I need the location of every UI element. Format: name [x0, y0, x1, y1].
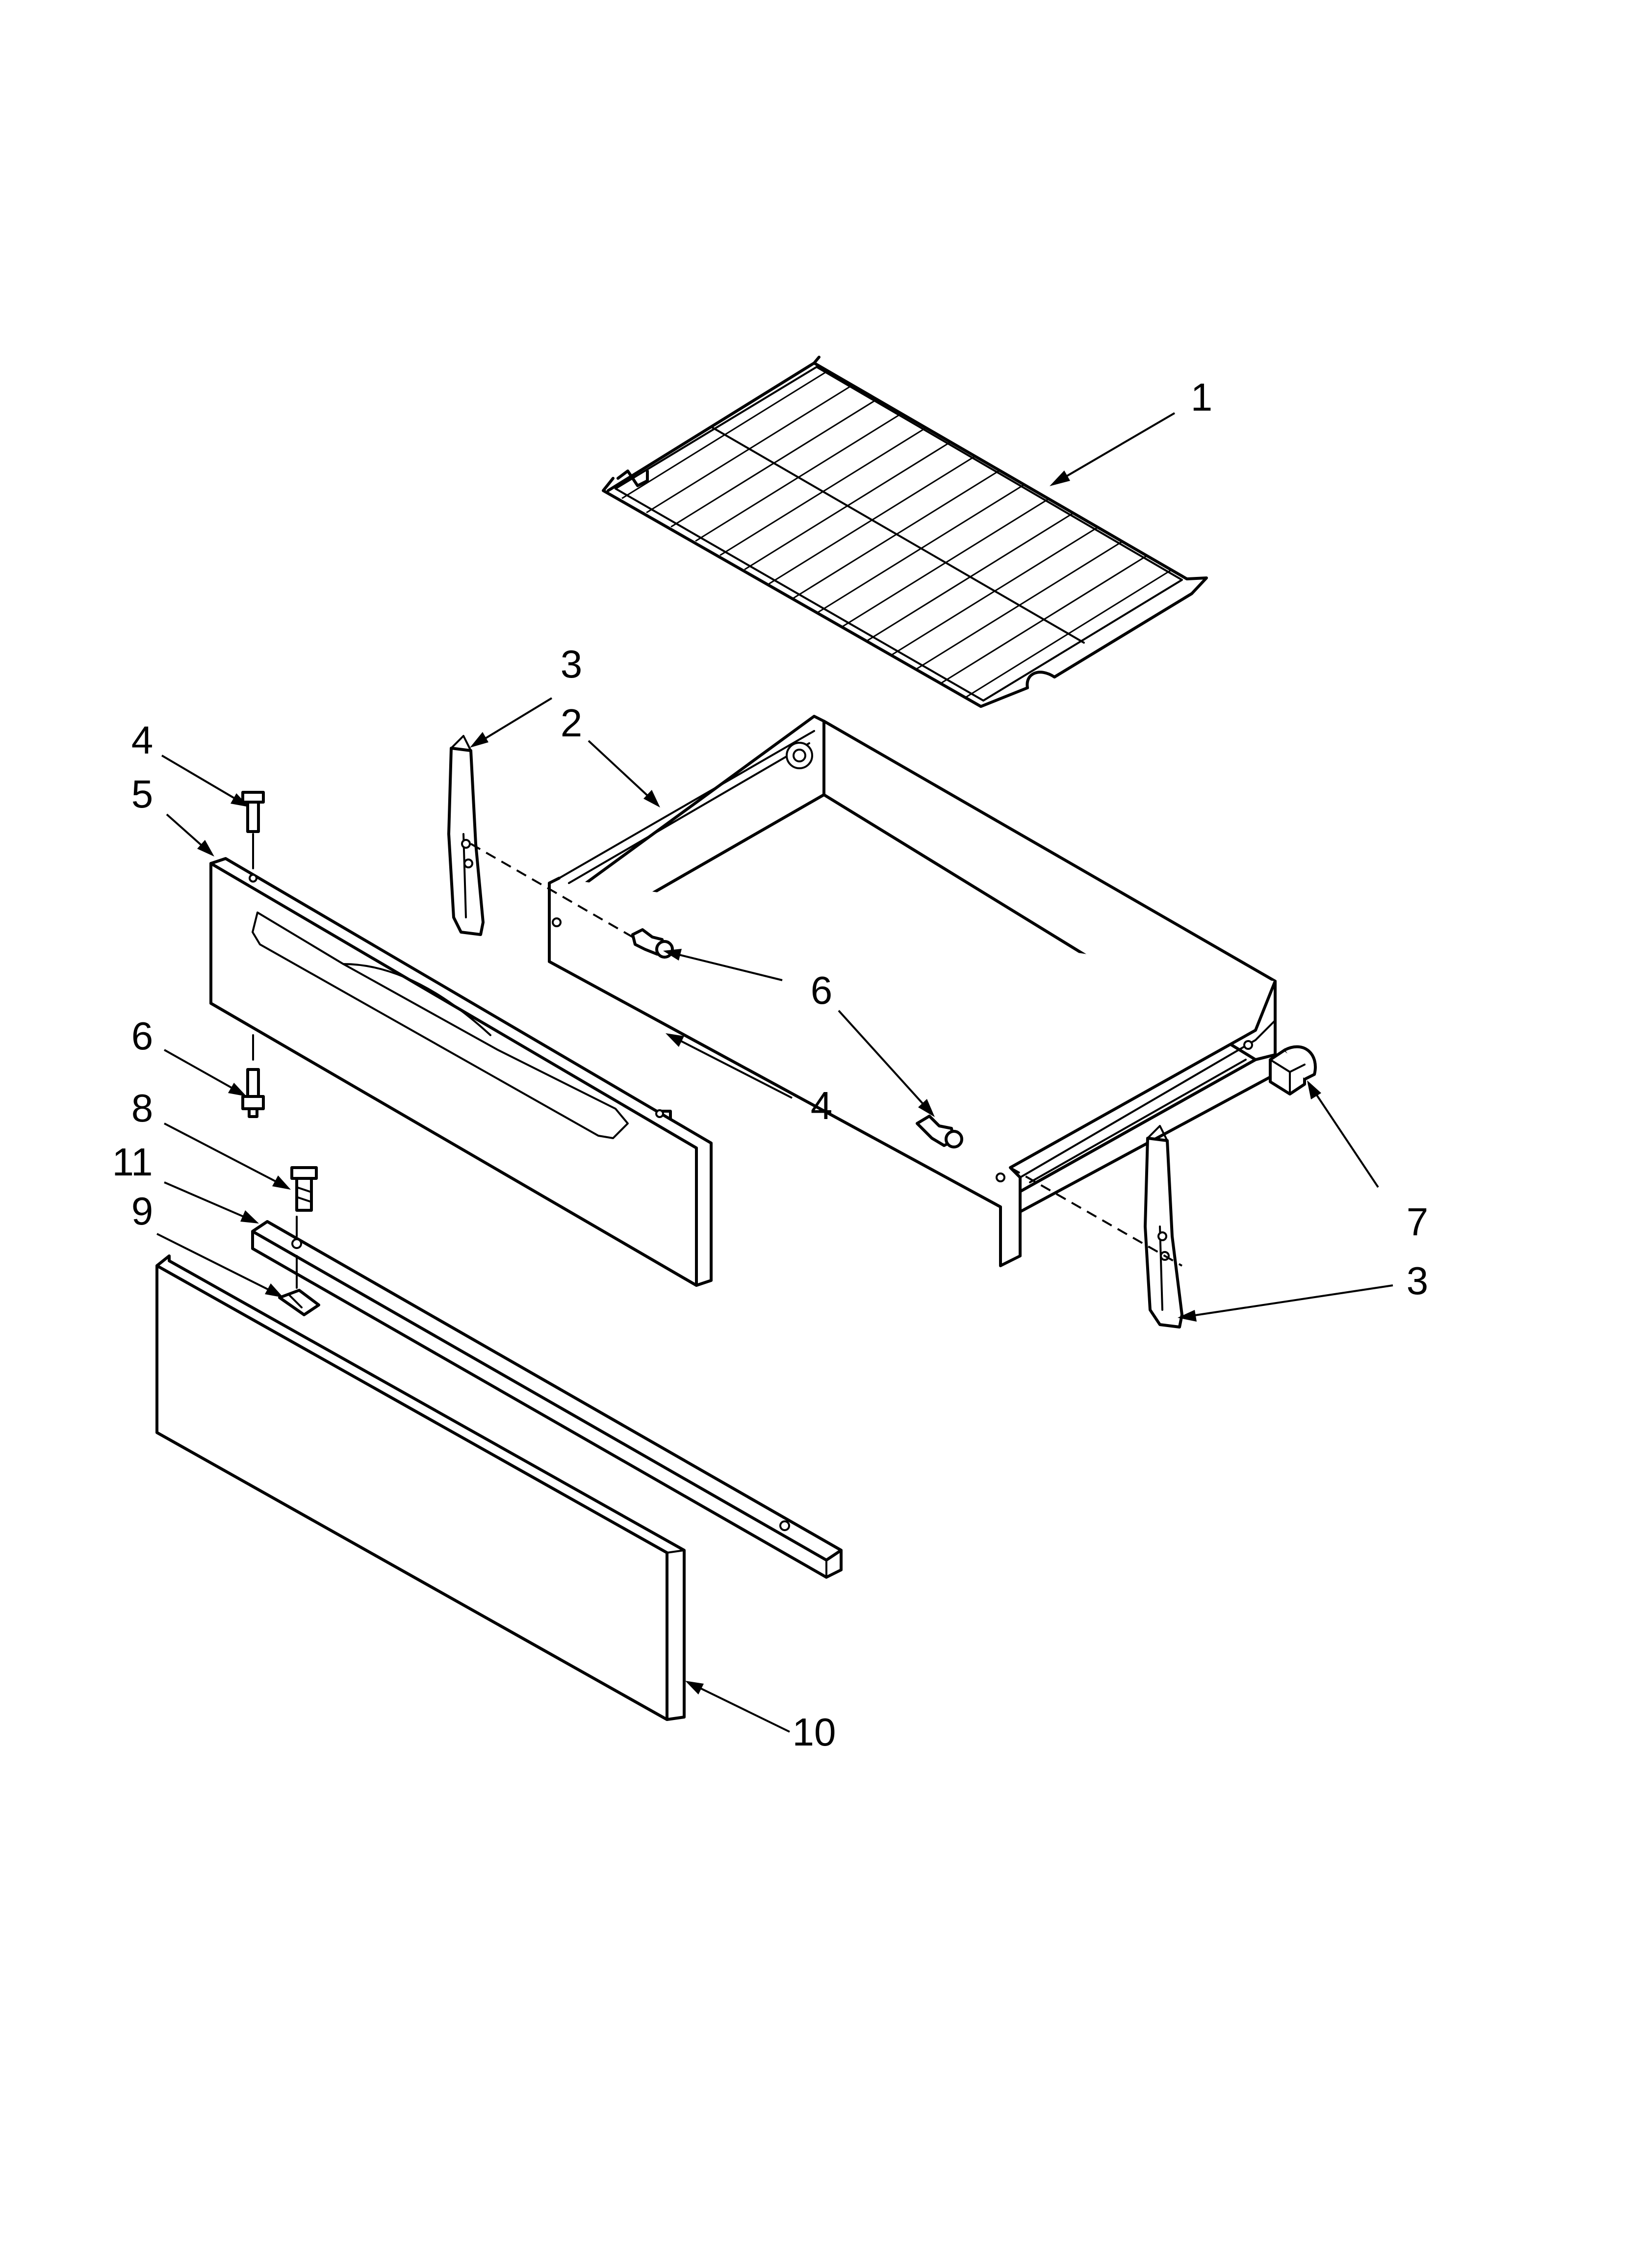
callout-2: 2 — [561, 701, 583, 745]
callout-3-bottom: 3 — [1407, 1259, 1429, 1303]
pan-front-wall — [548, 877, 1277, 1267]
screw-trim — [290, 1166, 318, 1212]
callout-labels: 1 2 3 3 4 4 5 6 6 6 7 8 9 10 11 — [112, 375, 1428, 1754]
callout-6-pan: 6 — [811, 968, 833, 1012]
drawer-pan — [548, 715, 1277, 1267]
pan-grommet-inner — [793, 749, 806, 762]
rack-center-rod — [710, 426, 1085, 644]
screw-top-left — [241, 791, 265, 869]
stop-clip — [1269, 1045, 1317, 1095]
callout-3-top: 3 — [561, 642, 583, 686]
trim-bracket — [251, 1216, 843, 1579]
drawer-front-handle — [252, 912, 629, 1139]
pan-left-rail — [558, 730, 815, 884]
clip — [278, 1255, 320, 1316]
callout-1: 1 — [1191, 375, 1213, 419]
callout-7: 7 — [1407, 1200, 1429, 1244]
assembly-line — [470, 843, 633, 938]
callout-8: 8 — [131, 1086, 154, 1130]
screw-pan-right — [916, 1115, 963, 1148]
pan-hole — [1243, 1040, 1253, 1050]
drawer-panel — [155, 1254, 686, 1721]
pan-hole — [996, 1173, 1005, 1182]
drawer-front — [209, 857, 713, 1287]
glide-right — [1144, 1125, 1183, 1329]
callout-10: 10 — [793, 1710, 836, 1754]
rack-inner-edge — [615, 366, 1183, 702]
leader-lines — [156, 412, 1393, 1733]
screw-front — [241, 1068, 265, 1118]
pan-right-rail — [1019, 1019, 1276, 1183]
callout-4-top-left: 4 — [131, 718, 154, 762]
callout-11: 11 — [112, 1140, 153, 1184]
rack-frame — [602, 356, 1208, 708]
assembly-line — [1010, 1167, 1182, 1267]
glide-left — [447, 735, 485, 936]
callout-5: 5 — [131, 772, 154, 816]
callout-6-front: 6 — [131, 1014, 154, 1058]
oven-rack — [602, 356, 1208, 708]
pan-hole — [552, 917, 562, 927]
callout-4-right: 4 — [811, 1084, 833, 1127]
callout-9: 9 — [131, 1189, 154, 1233]
